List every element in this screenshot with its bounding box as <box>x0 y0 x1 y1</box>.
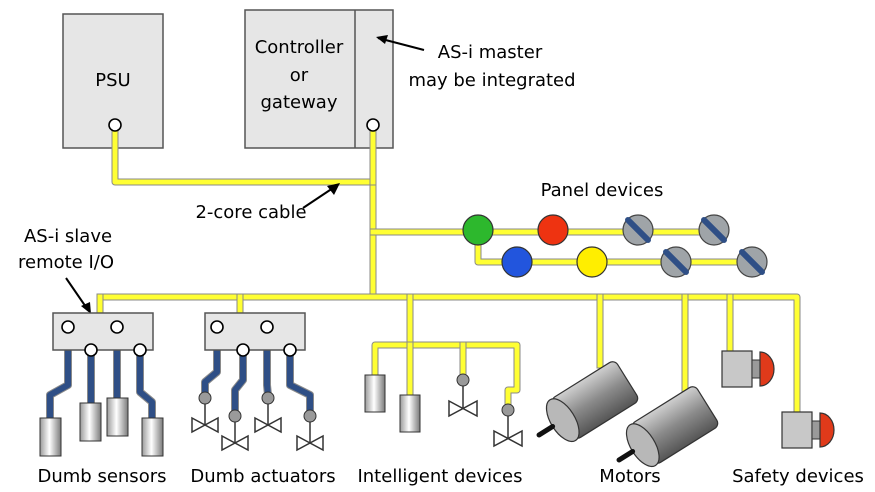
cable-label: 2-core cable <box>195 202 306 223</box>
sensor-cylinder-icon <box>79 402 102 442</box>
caption-dumb-sensors: Dumb sensors <box>38 466 167 487</box>
psu-port <box>108 118 122 132</box>
intelligent-sensor-icon <box>399 394 421 433</box>
intelligent-valve-icon <box>448 373 478 418</box>
caption-dumb-actuators: Dumb actuators <box>190 466 335 487</box>
master-label-1: AS-i master <box>438 42 543 63</box>
selector-switch-icon <box>660 246 692 278</box>
valve-actuator-icon <box>191 391 219 434</box>
selector-switch-icon <box>698 214 730 246</box>
sensor-cylinder-icon <box>106 397 129 437</box>
controller-label-2: or <box>290 65 309 86</box>
slave-label-2: remote I/O <box>18 252 114 273</box>
controller-label-1: Controller <box>255 37 344 58</box>
master-label-2: may be integrated <box>408 70 575 91</box>
valve-actuator-icon <box>221 409 249 452</box>
selector-switch-icon <box>622 214 654 246</box>
caption-intelligent-devices: Intelligent devices <box>357 466 522 487</box>
green-lamp-icon <box>462 214 494 246</box>
master-arrowhead <box>376 35 388 44</box>
slave-label-1: AS-i slave <box>24 226 112 247</box>
selector-switch-icon <box>736 246 768 278</box>
valve-actuator-icon <box>296 409 324 452</box>
slave-module-sensors <box>46 312 156 418</box>
controller-label-3: gateway <box>261 92 338 113</box>
caption-safety-devices: Safety devices <box>732 466 864 487</box>
red-lamp-icon <box>537 214 569 246</box>
sensor-cylinder-icon <box>141 417 164 457</box>
slave-module-actuators <box>201 312 314 412</box>
valve-actuator-icon <box>254 391 282 434</box>
blue-lamp-icon <box>501 246 533 278</box>
slave-arrowhead <box>81 302 91 314</box>
emergency-stop-icon <box>781 411 835 449</box>
yellow-lamp-icon <box>576 246 608 278</box>
motor-icon <box>616 386 719 468</box>
intelligent-valve-icon <box>493 403 523 448</box>
main-cable <box>96 123 801 416</box>
psu-label: PSU <box>95 70 130 91</box>
emergency-stop-icon <box>721 350 775 388</box>
controller-port <box>366 118 380 132</box>
motor-icon <box>536 361 639 443</box>
intelligent-sensor-icon <box>364 374 386 413</box>
caption-motors: Motors <box>599 466 660 487</box>
sensor-cylinder-icon <box>39 417 62 457</box>
cable-arrowhead <box>327 183 340 195</box>
panel-label: Panel devices <box>541 180 664 201</box>
